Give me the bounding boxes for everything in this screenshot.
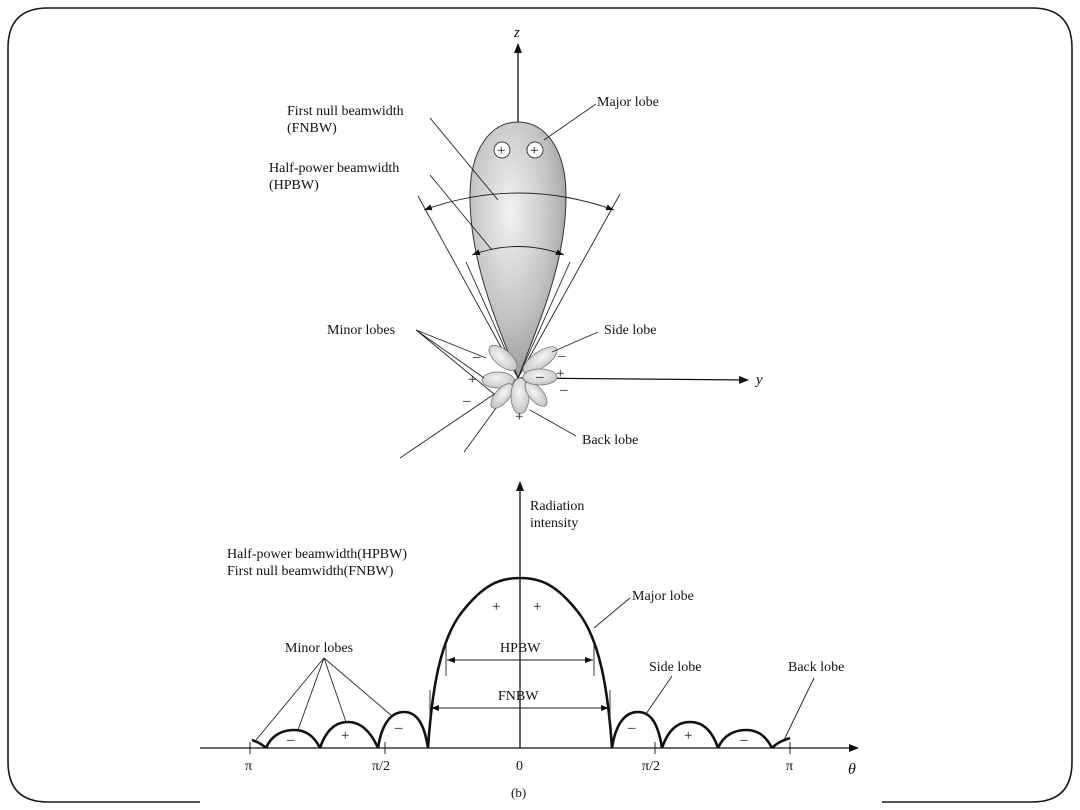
sign-minus-lr: – <box>559 382 568 398</box>
sign-minus-b3: – <box>286 732 295 748</box>
label-fnbw-abbr: (FNBW) <box>287 121 337 136</box>
label-back-lobe-bottom: Back lobe <box>788 660 844 675</box>
label-side-lobe-top: Side lobe <box>604 323 657 338</box>
major-lobe-curve <box>426 576 614 749</box>
label-radiation: Radiation <box>530 499 584 514</box>
tick-label-pi2-right: π/2 <box>642 759 660 774</box>
leader-major-lobe-bottom <box>593 597 631 629</box>
leader-back-lobe-bottom <box>783 677 815 741</box>
sign-plus-b2: + <box>341 728 349 744</box>
label-minor-lobes-top: Minor lobes <box>327 323 395 338</box>
hpbw-cone-right <box>517 261 571 379</box>
leader-minor-b2 <box>297 657 325 731</box>
leader-hpbw <box>429 174 493 251</box>
legend-fnbw: First null beamwidth(FNBW) <box>227 564 394 579</box>
side-lobe-3d <box>522 346 558 374</box>
label-minor-lobes-bottom: Minor lobes <box>285 641 353 656</box>
minor-lobe-curve-1 <box>376 710 430 749</box>
major-lobe-3d <box>469 121 567 380</box>
top-radiation-pattern: z y + + – + – – – + <box>269 25 763 459</box>
leader-side-lobe <box>551 331 599 353</box>
label-intensity: intensity <box>530 516 578 531</box>
back-lobe-curve <box>771 736 791 749</box>
legend-hpbw: Half-power beamwidth(HPBW) <box>227 547 407 562</box>
leader-side-lobe-bottom <box>645 675 673 715</box>
minor-lobe-curve-2 <box>318 720 380 749</box>
leader-minor-1 <box>415 329 487 359</box>
slide-frame <box>7 7 1073 803</box>
leader-minor-b4 <box>323 657 393 717</box>
leader-minor-b3 <box>323 657 347 723</box>
fnbw-arc <box>423 192 615 211</box>
label-hpbw-bottom: HPBW <box>500 641 541 656</box>
fnbw-cone-right <box>517 193 621 379</box>
leader-minor-b1 <box>255 657 325 741</box>
minor-lobe-lower-right <box>524 381 548 407</box>
major-plus-right: + <box>533 599 541 615</box>
plus-circle-1 <box>493 141 511 159</box>
tick-label-pi-left: π <box>245 759 252 774</box>
label-half-power-beamwidth: Half-power beamwidth <box>269 161 399 176</box>
z-axis-label: z <box>513 25 520 41</box>
figure-caption: (b) <box>511 785 526 800</box>
leader-major-lobe <box>543 103 597 141</box>
leader-minor-2 <box>415 329 485 379</box>
caption-mask <box>200 795 882 809</box>
label-fnbw-bottom: FNBW <box>498 689 539 704</box>
leader-fnbw <box>429 117 499 201</box>
y-axis-label: y <box>754 372 763 388</box>
sign-minus-b1: – <box>394 720 403 736</box>
minor-lobe-curve-5 <box>660 720 720 749</box>
sign-plus-b5: + <box>684 728 692 744</box>
minor-lobe-lower-left <box>490 383 514 409</box>
minor-lobe-curve-6 <box>716 728 774 749</box>
minor-lobe-upper-left <box>488 345 518 371</box>
major-lobe-plus-1: + <box>497 143 505 159</box>
sign-plus-back: + <box>515 409 523 425</box>
label-first-null-beamwidth: First null beamwidth <box>287 104 404 119</box>
leader-minor-3 <box>415 329 495 395</box>
sign-plus-r: + <box>556 366 564 382</box>
sign-minus-b6: – <box>739 732 748 748</box>
hpbw-arc <box>471 246 565 256</box>
tick-label-zero: 0 <box>516 759 523 774</box>
sign-minus-ll: – <box>462 393 471 409</box>
label-major-lobe-bottom: Major lobe <box>632 589 694 604</box>
leader-back-lobe <box>529 409 577 437</box>
side-lobe-curve <box>610 710 664 749</box>
sign-minus-center: – <box>535 369 544 385</box>
sign-minus-ur: – <box>557 348 566 364</box>
major-lobe-plus-2: + <box>530 143 538 159</box>
sign-plus-l: + <box>468 372 476 388</box>
bottom-radiation-pattern: Radiation intensity θ π π/2 0 π/2 π HPBW <box>200 481 859 800</box>
sign-minus-ul: – <box>472 349 481 365</box>
minor-lobe-curve-3 <box>264 728 322 749</box>
label-back-lobe-top: Back lobe <box>582 433 638 448</box>
sign-minus-b4: – <box>627 720 636 736</box>
label-side-lobe-bottom: Side lobe <box>649 660 702 675</box>
major-plus-left: + <box>492 599 500 615</box>
plus-circle-2 <box>526 141 544 159</box>
tick-label-pi-right: π <box>786 759 793 774</box>
minor-lobe-curve-4 <box>251 738 267 749</box>
label-major-lobe-top: Major lobe <box>597 95 659 110</box>
minor-lobe-right <box>522 368 558 386</box>
label-hpbw-abbr: (HPBW) <box>269 178 319 193</box>
tick-label-pi2-left: π/2 <box>372 759 390 774</box>
theta-axis-label: θ <box>848 761 856 778</box>
